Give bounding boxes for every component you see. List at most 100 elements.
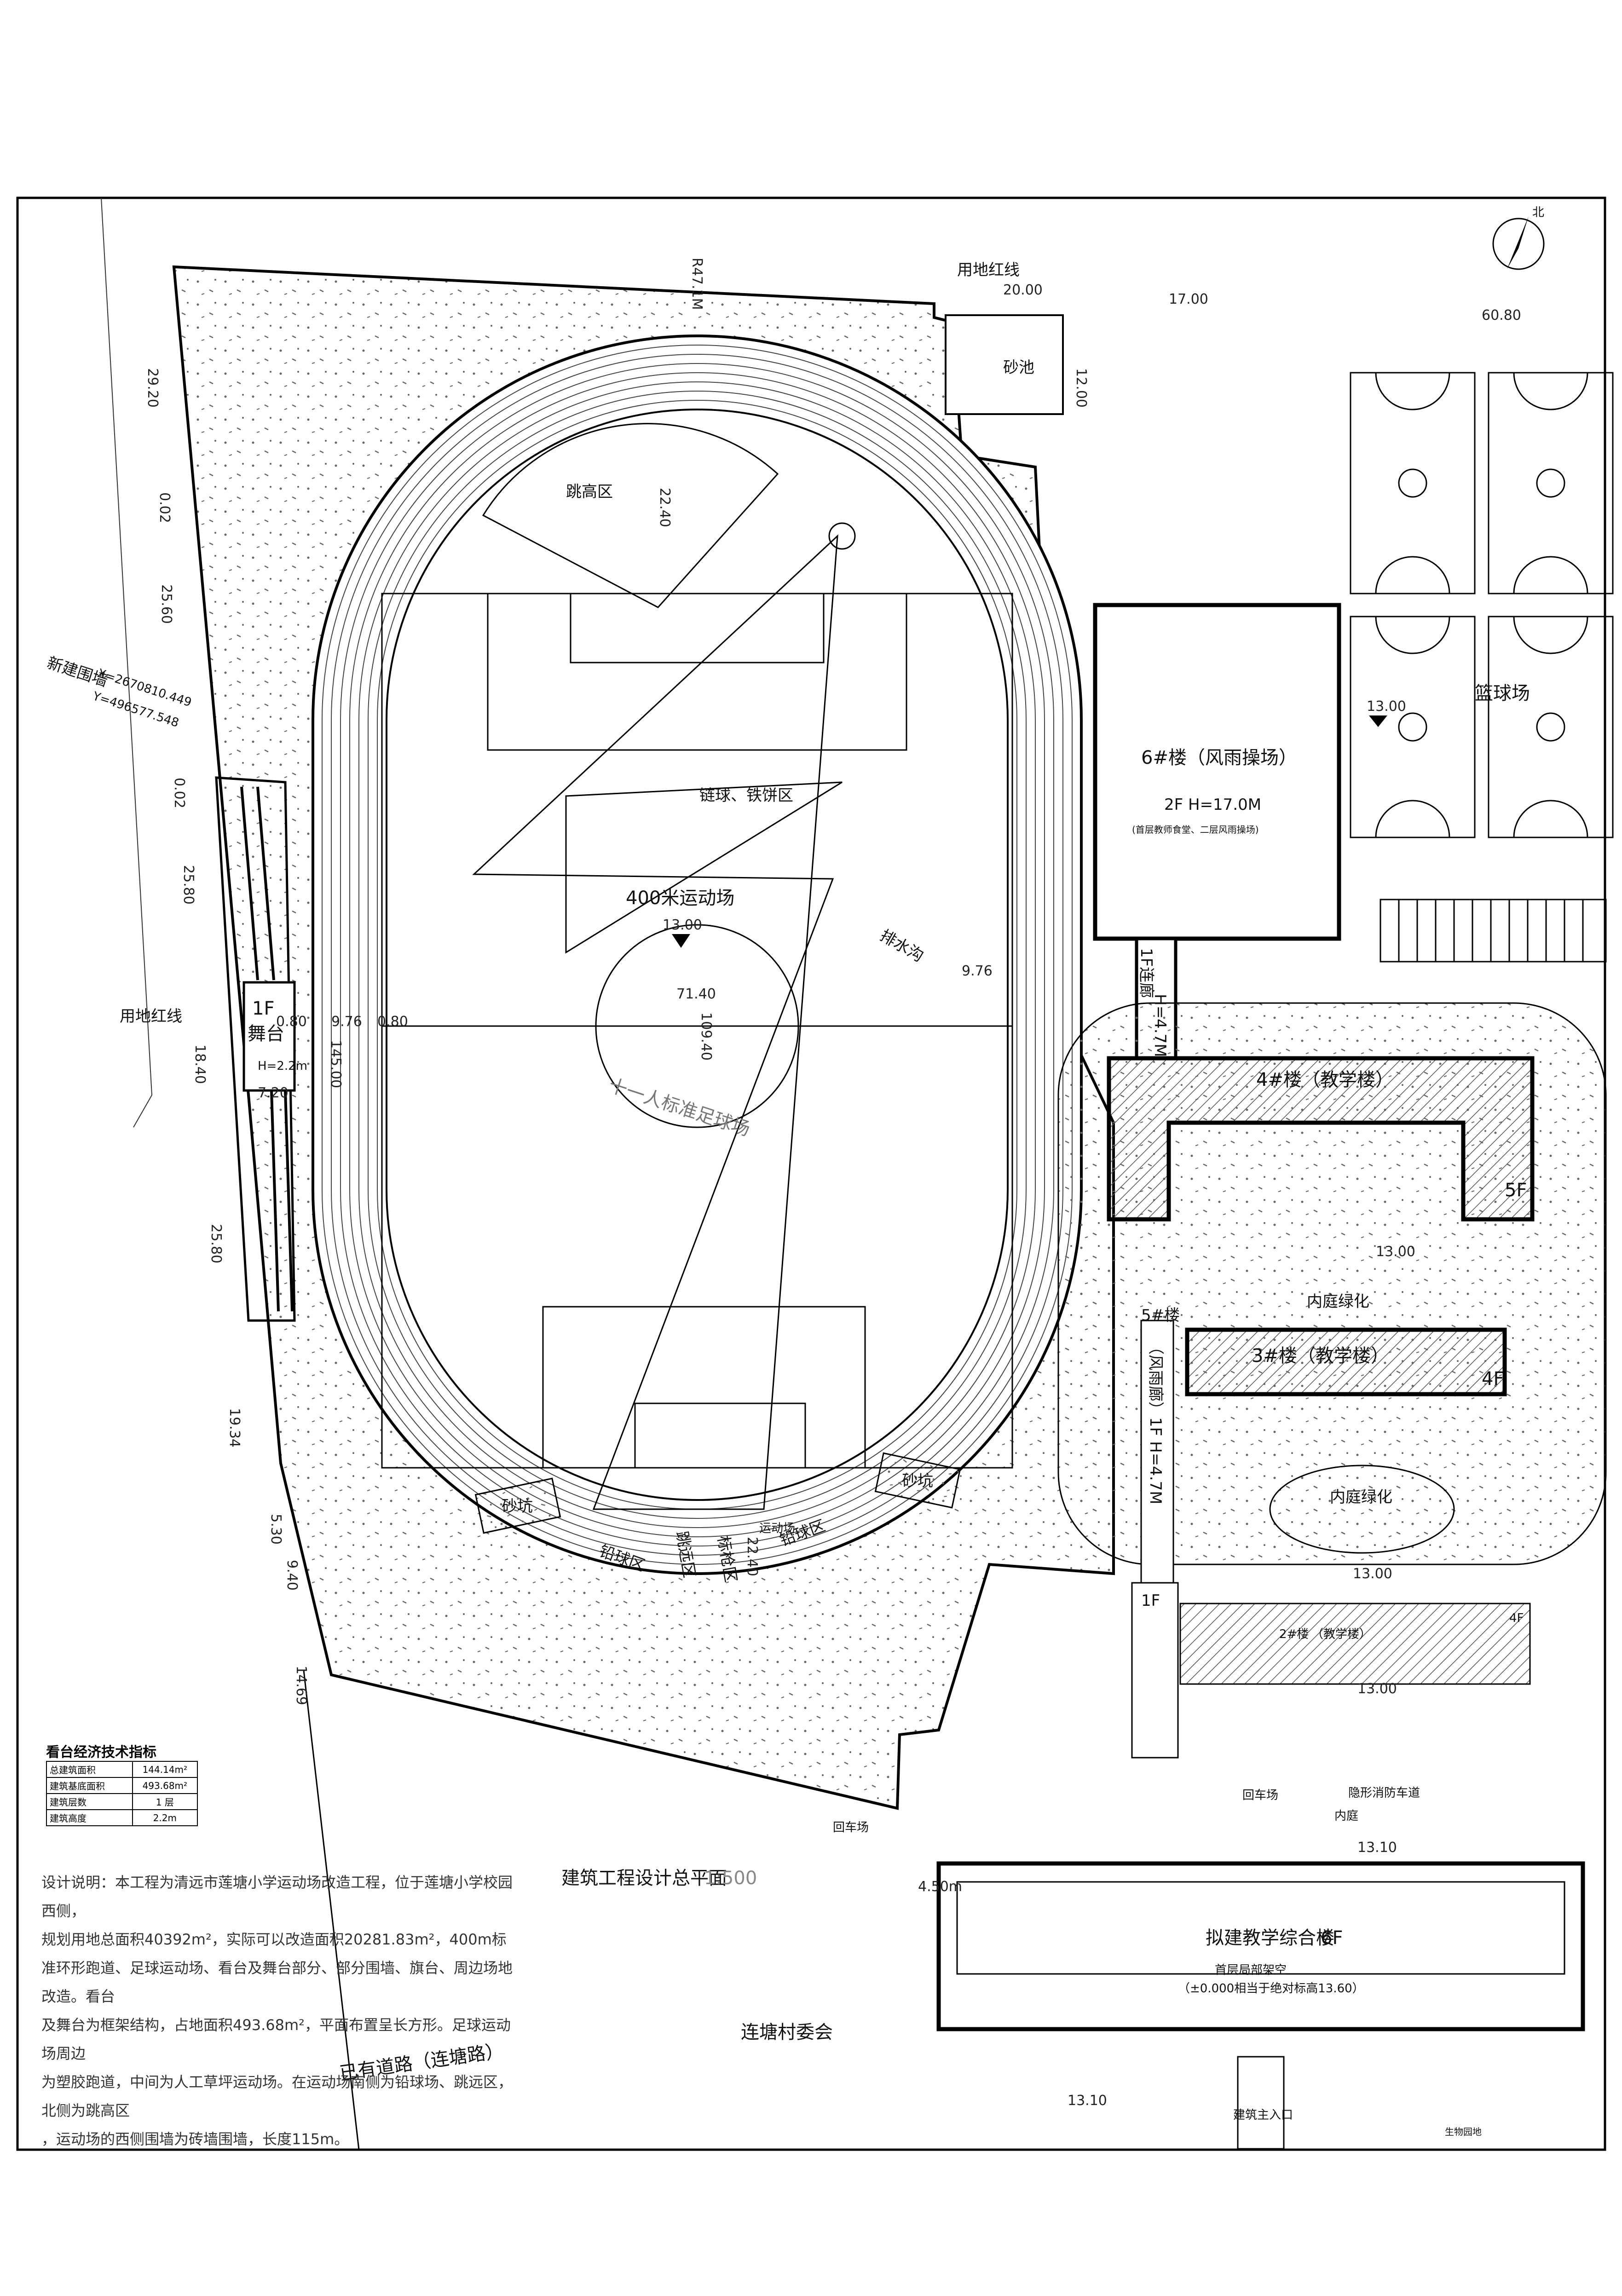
shot-label: 链球、铁饼区 — [699, 786, 793, 805]
building-3-name: 3#楼（教学楼） — [1252, 1345, 1389, 1367]
high-jump-label: 跳高区 — [566, 483, 613, 501]
building-6-note: (首层教师食堂、二层风雨操场) — [1132, 824, 1259, 835]
building-4-outline — [1107, 1056, 1535, 1222]
elev-mb: 13.10 — [1357, 1840, 1397, 1856]
parking-stalls — [1380, 899, 1607, 963]
drawing-title: 建筑工程设计总平面 — [561, 1868, 727, 1889]
stage-block — [242, 981, 296, 1092]
corridor-label: 1F连廊 — [1137, 948, 1155, 998]
track-dim-976-w: 9.76 — [331, 1014, 362, 1030]
stage-dim-080: 0.80 — [276, 1014, 307, 1030]
track-radius: R47.1M — [689, 258, 705, 310]
dim-left-3: 25.60 — [158, 584, 174, 624]
sand-pit-west — [474, 1477, 561, 1534]
courtyard-1-label: 内庭绿化 — [1307, 1292, 1369, 1311]
courtyard-oval — [1269, 1465, 1455, 1554]
design-note-line: 准环形跑道、足球运动场、看台及舞台部分、部分围墙、旗台、周边场地改造。看台 — [41, 1959, 513, 2005]
center-circle — [595, 924, 799, 1128]
main-building-note2: （±0.000相当于绝对标高13.60） — [1178, 1982, 1364, 1996]
dim-left-8: 19.34 — [226, 1408, 242, 1448]
building-6-name: 6#楼（风雨操场） — [1141, 747, 1297, 768]
north-goal-box — [570, 593, 825, 663]
dim-left-10: 9.40 — [284, 1560, 300, 1591]
table-key: 总建筑面积 — [46, 1761, 133, 1778]
field-dim-7140: 71.40 — [676, 986, 716, 1002]
sport-label: 运动场 — [759, 1522, 795, 1535]
north-label: 北 — [1532, 206, 1544, 219]
stage-floor: 1F — [252, 998, 274, 1019]
table-value: 2.2m — [132, 1809, 198, 1826]
north-pit — [945, 314, 1064, 415]
field-dim-2240-s: 22.40 — [744, 1537, 760, 1576]
building-4-floors: 5F — [1505, 1180, 1527, 1201]
design-note-line: 设计说明：本工程为清远市莲塘小学运动场改造工程，位于莲塘小学校园西侧， — [41, 1874, 513, 1920]
building-2-1f — [1131, 1582, 1179, 1759]
building-3-outline — [1185, 1327, 1507, 1396]
existing-road — [303, 1670, 360, 2150]
field-dim-2240: 22.40 — [657, 488, 673, 527]
dim-left-4: 0.02 — [171, 778, 187, 808]
stage-name: 舞台 — [248, 1023, 284, 1044]
elev-bottom: 13.10 — [1068, 2093, 1107, 2109]
north-arrow-icon — [1492, 216, 1545, 270]
main-building-inner — [956, 1881, 1565, 1975]
village-committee-label: 连塘村委会 — [741, 2022, 833, 2043]
drawing-scale: 1:500 — [704, 1868, 757, 1889]
dim-left-bottom: 4.50m — [918, 1879, 962, 1895]
building-5-spec: 1F H=4.7M — [1146, 1417, 1165, 1504]
corridor-height: H=4.7M — [1151, 994, 1169, 1057]
building-6-outline — [1093, 603, 1341, 941]
design-note-line: 及舞台为框架结构，占地面积493.68m²，平面布置呈长方形。足球运动场周边 — [41, 2016, 511, 2062]
dim-left-1: 29.20 — [144, 368, 161, 408]
dim-left-7: 25.80 — [208, 1224, 224, 1263]
courtyard-3-label: 内庭 — [1334, 1809, 1358, 1823]
throwing-sector — [472, 534, 838, 1510]
west-road-line — [101, 197, 153, 1128]
design-note-line: 规划用地总面积40392m²，实际可以改造面积20281.83m²，400m标 — [41, 1931, 507, 1948]
basketball-courts — [1350, 372, 1614, 838]
building-2-floors: 4F — [1509, 1611, 1524, 1625]
sand-pit-label-w: 砂坑 — [502, 1497, 533, 1516]
stage-dim-14500: 145.00 — [328, 1040, 344, 1088]
dim-left-9: 5.30 — [268, 1514, 284, 1545]
building-6-spec: 2F H=17.0M — [1164, 796, 1261, 814]
building-5-corridor — [1140, 1320, 1174, 1588]
stage-height: H=2.2m — [258, 1059, 307, 1073]
building-2-outline — [1179, 1603, 1531, 1685]
grandstand-steps — [240, 786, 294, 1312]
entrance-block — [1237, 2056, 1285, 2150]
table-key: 建筑层数 — [46, 1793, 133, 1810]
grandstand — [215, 776, 296, 1322]
building-4-name: 4#楼（教学楼） — [1256, 1069, 1394, 1090]
basketball-elev: 13.00 — [1367, 698, 1406, 715]
building-2-sub: （教学楼） — [1311, 1627, 1371, 1641]
track-dim-976-e: 9.76 — [962, 963, 993, 979]
return-lot-label: 回车场 — [1242, 1788, 1278, 1802]
field-dim-10940: 109.40 — [698, 1012, 714, 1061]
main-building-outline — [936, 1861, 1585, 2031]
sand-pit-east — [874, 1452, 961, 1509]
redline-label-west: 用地红线 — [120, 1007, 182, 1026]
stage-width: 7.20 — [258, 1085, 289, 1101]
dim-top-2: 17.00 — [1169, 291, 1208, 307]
entrance-label: 建筑主入口 — [1233, 2108, 1293, 2122]
dim-top-3: 60.80 — [1482, 307, 1521, 323]
design-notes: 设计说明：本工程为清远市莲塘小学运动场改造工程，位于莲塘小学校园西侧， 规划用地… — [41, 1868, 525, 2153]
dim-left-11: 14.69 — [293, 1666, 309, 1705]
main-building-name: 拟建教学综合楼 — [1206, 1927, 1334, 1949]
table-value: 1 层 — [132, 1793, 198, 1810]
courtyard-2-label: 内庭绿化 — [1330, 1488, 1392, 1506]
dim-left-2: 0.02 — [156, 492, 173, 523]
building-3-floors: 4F — [1482, 1368, 1504, 1390]
elev-2b: 13.00 — [1357, 1681, 1397, 1697]
high-jump-area — [482, 423, 779, 608]
table-key: 建筑高度 — [46, 1809, 133, 1826]
table-value: 144.14m² — [132, 1761, 198, 1778]
main-building-floors: 6F — [1321, 1927, 1343, 1949]
dim-left-5: 25.80 — [180, 865, 196, 905]
basketball-elev-marker — [1369, 715, 1387, 727]
